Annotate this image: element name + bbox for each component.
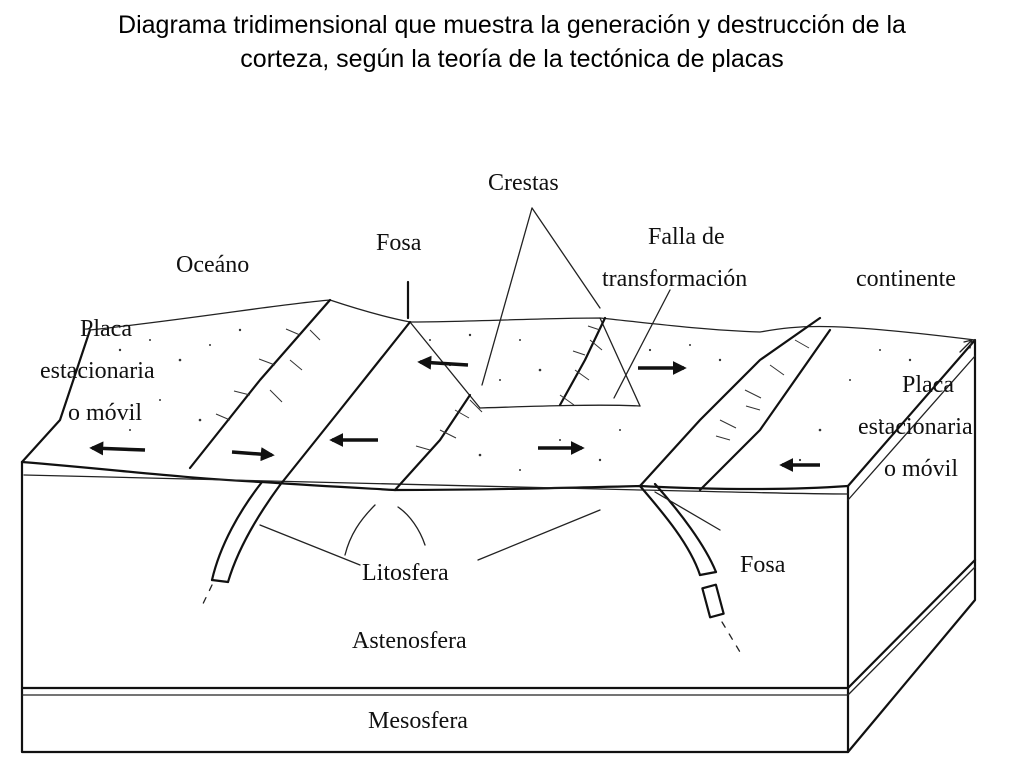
subducting-slab-left — [199, 480, 282, 611]
label-astenosfera: Astenosfera — [352, 628, 467, 654]
label-continente: continente — [856, 266, 956, 292]
ridge-left — [188, 298, 332, 470]
subducting-slab-right — [638, 482, 741, 653]
slide-title: Diagrama tridimensional que muestra la g… — [0, 8, 1024, 76]
label-falla-line-2: transformación — [602, 266, 747, 292]
label-placa-left-1: Placa — [80, 316, 132, 342]
label-falla-line-1: Falla de — [648, 224, 725, 250]
continent-arrow — [959, 339, 973, 353]
surface-stipple — [98, 328, 912, 471]
label-litosfera: Litosfera — [362, 560, 449, 586]
label-mesosfera: Mesosfera — [368, 708, 468, 734]
arrow-left-plate — [89, 441, 146, 456]
block-front-face — [20, 460, 850, 754]
label-fosa-top: Fosa — [376, 230, 422, 256]
ridge-center — [393, 393, 472, 492]
label-oceano: Oceáno — [176, 252, 249, 278]
label-placa-right-1: Placa — [902, 372, 954, 398]
label-placa-right-2: estacionaria — [858, 414, 973, 440]
ridge-right — [638, 316, 822, 488]
ridges — [188, 298, 832, 492]
block-side-face — [846, 338, 977, 754]
label-placa-left-2: estacionaria — [40, 358, 155, 384]
leader-lines — [259, 207, 721, 566]
label-placa-left-3: o móvil — [68, 400, 142, 426]
title-line-1: Diagrama tridimensional que muestra la g… — [118, 11, 906, 39]
label-crestas: Crestas — [488, 170, 559, 196]
plate-motion-arrows — [89, 355, 820, 472]
title-line-2: corteza, según la teoría de la tectónica… — [240, 45, 784, 73]
label-placa-right-3: o móvil — [884, 456, 958, 482]
label-fosa-right: Fosa — [740, 552, 786, 578]
